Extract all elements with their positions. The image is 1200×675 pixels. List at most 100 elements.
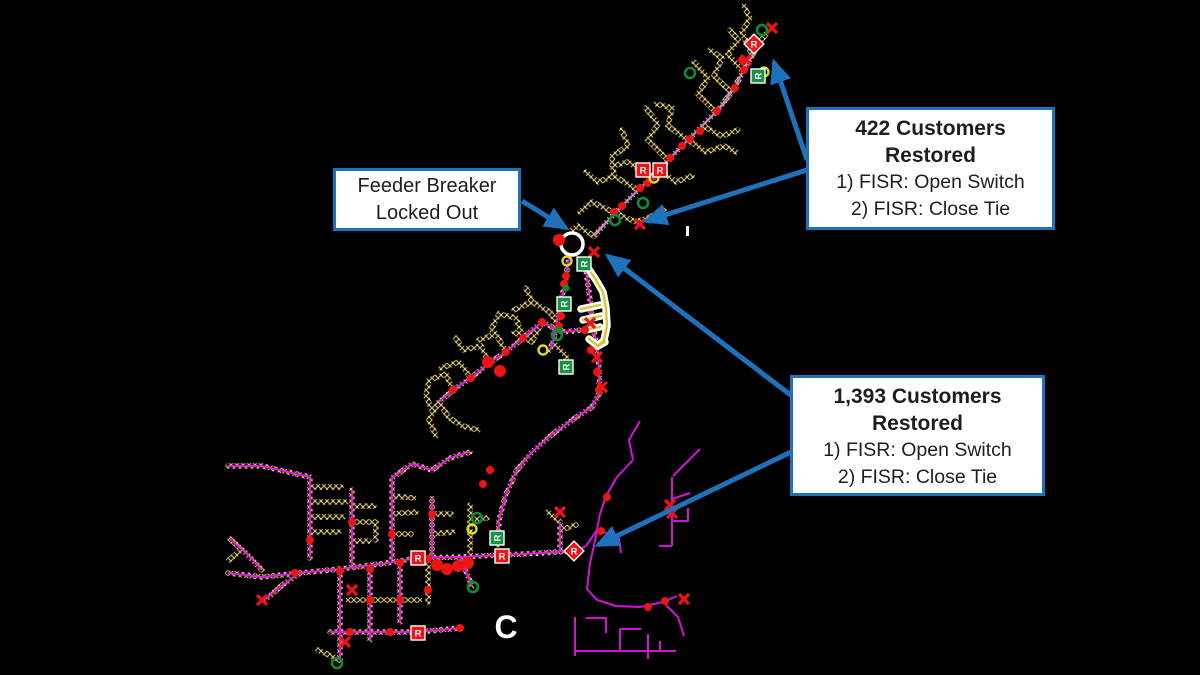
device-dot-icon [441, 563, 453, 575]
deenergized-feeder-line [671, 492, 691, 500]
dead-section-line [596, 340, 607, 348]
map-tick [686, 226, 689, 236]
device-dot-icon [678, 142, 686, 150]
open-point-icon [683, 66, 697, 80]
recloser-tripped-icon-label: R [499, 551, 506, 562]
device-dot-icon [502, 348, 510, 356]
recloser-tripped-icon-label: R [657, 165, 664, 176]
recloser-tripped-icon: R [635, 162, 651, 178]
recloser-tripped-icon: R [410, 625, 426, 641]
device-dot-icon [696, 127, 704, 135]
annotation-feeder-breaker: Feeder Breaker Locked Out [333, 168, 521, 231]
device-dot-icon [482, 356, 494, 368]
feeder-magenta-line [391, 451, 471, 479]
device-dot-icon [456, 624, 464, 632]
callout-step: 2) FISR: Close Tie [850, 198, 1011, 220]
device-cross-icon [553, 505, 567, 519]
device-dot-icon [562, 284, 570, 292]
device-dot-icon [396, 596, 404, 604]
feeder-breaker-line: Feeder Breaker [357, 175, 497, 197]
dead-section-line [587, 337, 600, 348]
recloser-tripped-icon: R [652, 162, 668, 178]
device-dot-icon [494, 365, 506, 377]
deenergized-feeder-line [619, 628, 641, 651]
device-dot-icon [291, 569, 299, 577]
device-dot-icon [713, 107, 721, 115]
deenergized-feeder-line [576, 459, 634, 552]
feeder-hatched-line [488, 310, 526, 341]
open-point-icon [608, 213, 622, 227]
device-dot-icon [538, 318, 546, 326]
feeder-hatched-line [685, 137, 739, 156]
feeder-hatched-line [643, 105, 671, 163]
recloser-open-icon [563, 540, 585, 562]
recloser-closed-icon [556, 296, 572, 312]
feeder-hatched-line [609, 127, 632, 179]
recloser-open-icon: R [563, 540, 585, 562]
device-dot-icon [644, 603, 652, 611]
recloser-tripped-icon [635, 162, 651, 178]
device-dot-icon [519, 334, 527, 342]
feeder-hatched-line [557, 522, 579, 533]
recloser-closed-icon: R [489, 530, 505, 546]
device-cross-icon [345, 583, 359, 597]
recloser-open-icon [743, 33, 765, 55]
recloser-closed-icon [750, 68, 766, 84]
device-dot-icon [431, 559, 443, 571]
deenergized-feeder-line [586, 531, 664, 608]
feeder-hatched-line [429, 529, 456, 537]
device-dot-icon [449, 386, 457, 394]
annotation-arrow-layer [520, 58, 810, 548]
recloser-tripped-icon-label: R [415, 553, 422, 564]
recloser-tripped-icon: R [494, 548, 510, 564]
device-dot-icon [636, 184, 644, 192]
recloser-tripped-icon [652, 162, 668, 178]
annotation-1393-customers: 1,393 Customers Restored 1) FISR: Open S… [790, 375, 1045, 496]
recloser-closed-icon-label: R [579, 260, 590, 267]
recloser-closed-icon: R [556, 296, 572, 312]
feeder-magenta-line [227, 572, 263, 578]
device-cross-icon [338, 635, 352, 649]
recloser-closed-icon: R [558, 359, 574, 375]
c-marker: C [494, 609, 517, 645]
recloser-closed-icon-label: R [561, 363, 572, 370]
callout-title: 1,393 Customers [833, 385, 1002, 408]
feeder-magenta-line [229, 538, 263, 571]
feeder-hatched-line [583, 169, 641, 193]
device-cross-icon [765, 21, 779, 35]
device-dot-icon [593, 368, 601, 376]
recloser-closed-icon [558, 359, 574, 375]
recloser-closed-icon [576, 256, 592, 272]
device-dot-icon [618, 202, 626, 210]
device-dot-icon [555, 326, 563, 334]
device-dot-icon [336, 567, 344, 575]
recloser-closed-icon: R [750, 68, 766, 84]
feeder-hatched-line [700, 123, 741, 140]
feeder-breaker-line: Locked Out [375, 202, 479, 224]
recloser-tripped-icon: R [410, 550, 426, 566]
device-dot-icon [666, 154, 674, 162]
device-dot-icon [562, 272, 570, 280]
breaker-highlight-layer [559, 231, 611, 350]
open-point-icon [470, 511, 484, 525]
recloser-tripped-icon [494, 548, 510, 564]
recloser-tripped-icon [410, 625, 426, 641]
deenergized-feeder-line [672, 508, 689, 522]
recloser-open-icon-label: R [751, 39, 758, 50]
device-cross-icon [677, 592, 691, 606]
device-cross-icon [739, 53, 753, 67]
feeder-hatched-line [653, 101, 691, 143]
recloser-closed-icon-label: R [559, 300, 570, 307]
device-cross-icon [595, 380, 609, 394]
feeder-hatched-line [453, 335, 492, 366]
device-dot-icon [486, 466, 494, 474]
device-cross-icon [583, 316, 597, 330]
device-dot-icon [348, 518, 356, 526]
feeder-hatched-line [707, 47, 734, 95]
deenergized-feeder-line [672, 448, 701, 477]
indicator-ring-icon [537, 344, 549, 356]
recloser-closed-icon-label: R [753, 72, 764, 79]
deenergized-feeder-line [628, 420, 641, 461]
